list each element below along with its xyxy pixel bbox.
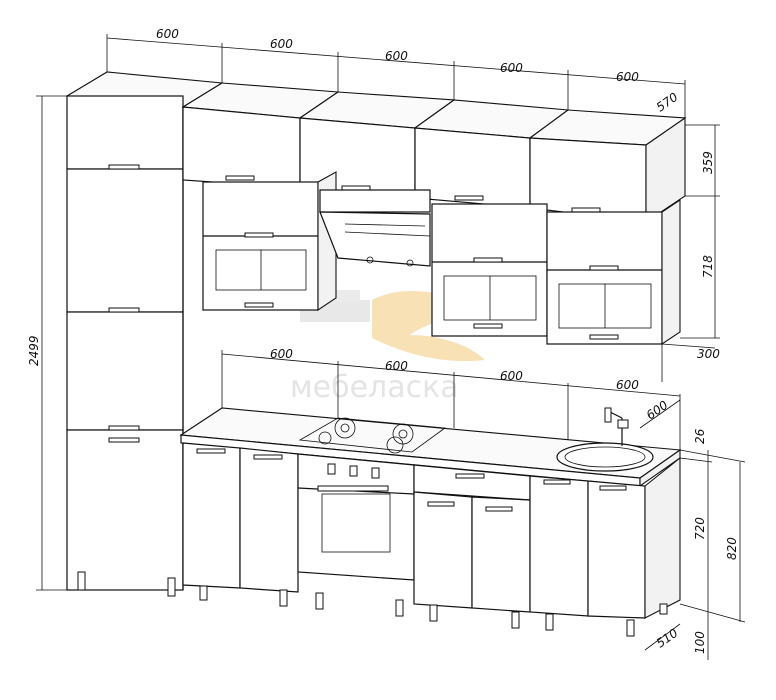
cabinet-handle xyxy=(473,257,503,263)
cabinet-handle xyxy=(108,307,140,313)
watermark-text: мебеласка xyxy=(290,370,459,405)
cabinet-handle xyxy=(473,323,503,329)
dim-upper-width-4: 600 xyxy=(500,61,523,75)
cabinet-handle xyxy=(244,232,274,238)
dim-total-base-height: 820 xyxy=(725,537,739,560)
dim-upper-width-3: 600 xyxy=(385,49,408,63)
dimension-labels: 600 600 600 600 600 570 359 718 300 2499… xyxy=(27,27,739,654)
cabinet-handle xyxy=(253,454,283,460)
cabinet-handle xyxy=(108,437,140,443)
cabinet-handle xyxy=(108,425,140,431)
tall-column-cabinet xyxy=(65,71,224,597)
dim-upper-height: 359 xyxy=(701,151,715,174)
cabinet-leg xyxy=(199,585,208,601)
cabinet-leg xyxy=(395,599,404,617)
dim-upper-width-5: 600 xyxy=(616,70,639,84)
cabinet-handle xyxy=(571,207,601,213)
dim-base-depth: 510 xyxy=(654,626,681,651)
dim-mid-height: 718 xyxy=(701,255,715,278)
oven xyxy=(297,453,415,581)
cabinet-leg xyxy=(659,603,668,615)
dim-base-height: 720 xyxy=(693,517,707,540)
dim-plinth: 100 xyxy=(693,631,707,654)
cabinet-leg xyxy=(77,571,86,591)
dim-lower-width-2: 600 xyxy=(385,359,408,373)
cabinet-leg xyxy=(279,589,288,607)
dim-lower-depth: 600 xyxy=(644,398,671,423)
cabinet-handle xyxy=(225,175,255,181)
extractor-hood xyxy=(319,189,431,267)
cabinet-handle xyxy=(454,195,484,201)
cabinet-handle xyxy=(108,164,140,170)
cabinet-leg xyxy=(167,577,176,597)
gas-hob xyxy=(298,417,447,454)
upper-wall-cabinets xyxy=(181,82,687,224)
dim-lower-width-1: 600 xyxy=(270,347,293,361)
dimension-lines xyxy=(36,34,746,660)
dim-lower-width-4: 600 xyxy=(616,378,639,392)
base-cabinets xyxy=(182,442,681,637)
dim-lower-width-3: 600 xyxy=(500,369,523,383)
cabinet-handle xyxy=(196,448,226,454)
cabinet-handle xyxy=(244,302,274,308)
middle-wall-cabinets xyxy=(202,171,681,346)
cabinet-handle xyxy=(589,265,619,271)
dim-upper-width-1: 600 xyxy=(156,27,179,41)
cabinet-leg xyxy=(315,592,324,610)
cabinet-leg xyxy=(545,613,554,631)
dim-upper-depth: 570 xyxy=(654,90,681,115)
cabinet-leg xyxy=(511,611,520,629)
cabinet-handle xyxy=(599,485,627,491)
cabinet-handle xyxy=(455,473,485,479)
cabinet-leg xyxy=(429,604,438,622)
dim-mid-depth: 300 xyxy=(697,347,720,361)
cabinet-handle xyxy=(589,334,619,340)
cabinet-handle xyxy=(485,506,513,512)
cabinet-leg xyxy=(626,619,635,637)
dim-countertop: 26 xyxy=(693,428,707,444)
dim-total-height: 2499 xyxy=(27,335,41,366)
cabinet-handle xyxy=(543,479,571,485)
dim-upper-width-2: 600 xyxy=(270,37,293,51)
cabinet-handle xyxy=(427,501,455,507)
sink xyxy=(556,407,654,472)
cabinet-handle xyxy=(341,185,371,191)
